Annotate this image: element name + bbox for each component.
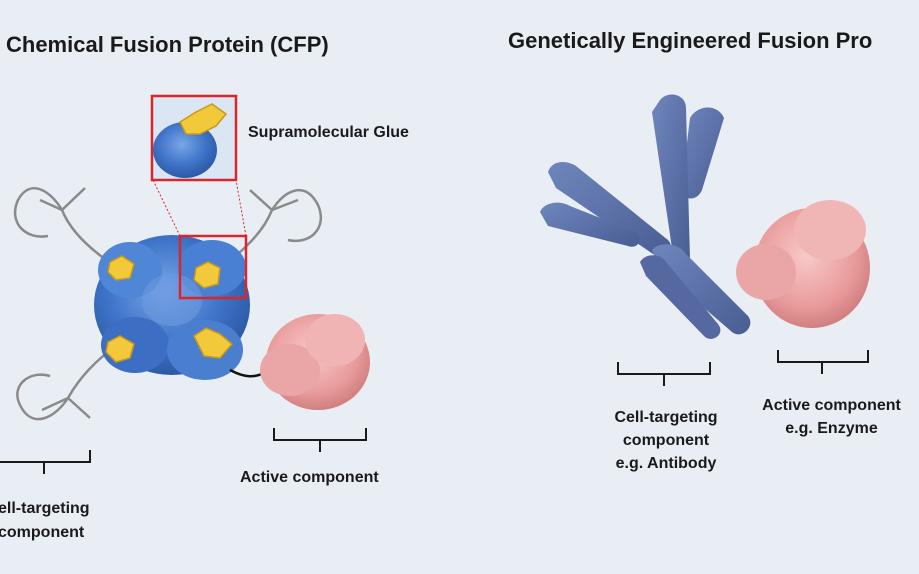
gefp-title: Genetically Engineered Fusion Pro [508, 28, 873, 53]
cfp-illustration [0, 94, 370, 474]
gefp-cell-targeting-line2: component [622, 432, 710, 449]
glue-molecules [105, 255, 234, 363]
targeting-ligand-top-right [227, 188, 323, 263]
active-enzyme-antibody [736, 200, 870, 328]
active-component-brace-right [777, 350, 869, 374]
antibody-stem [652, 244, 751, 335]
cfp-active-component-label: Active component [240, 469, 379, 486]
glue-highlight-box [178, 234, 248, 300]
cell-targeting-brace-left [0, 450, 91, 474]
antibody-arm-left-2 [540, 202, 640, 247]
cfp-title: Chemical Fusion Protein (CFP) [6, 32, 329, 57]
cfp-cell-targeting-label-line2: component [0, 524, 85, 541]
targeting-ligand-bottom-left [16, 343, 119, 421]
antibody-arm-upper [652, 94, 690, 269]
gefp-cell-targeting-line1: Cell-targeting [614, 409, 718, 426]
targeting-ligand-top-left [13, 187, 119, 270]
antibody-arm-left-1 [548, 162, 671, 258]
supramolecular-glue-label: Supramolecular Glue [248, 124, 409, 141]
gefp-cell-targeting-label: Cell-targeting component e.g. Antibody [596, 406, 736, 475]
active-component-brace-left [273, 428, 367, 452]
active-enzyme-cfp [260, 314, 370, 410]
antibody-stem-2 [640, 255, 721, 339]
gefp-cell-targeting-line3: e.g. Antibody [615, 455, 717, 472]
gefp-active-line1: Active component [762, 397, 901, 414]
cfp-cell-targeting-label-line1: ell-targeting [0, 500, 90, 517]
gefp-active-component-label: Active component e.g. Enzyme [744, 394, 919, 440]
cell-targeting-brace-right [617, 362, 711, 386]
antibody-illustration [540, 94, 870, 386]
gefp-active-line2: e.g. Enzyme [785, 420, 878, 437]
antibody-arm-top-right [681, 107, 724, 199]
glue-zoom-inset [150, 94, 238, 182]
